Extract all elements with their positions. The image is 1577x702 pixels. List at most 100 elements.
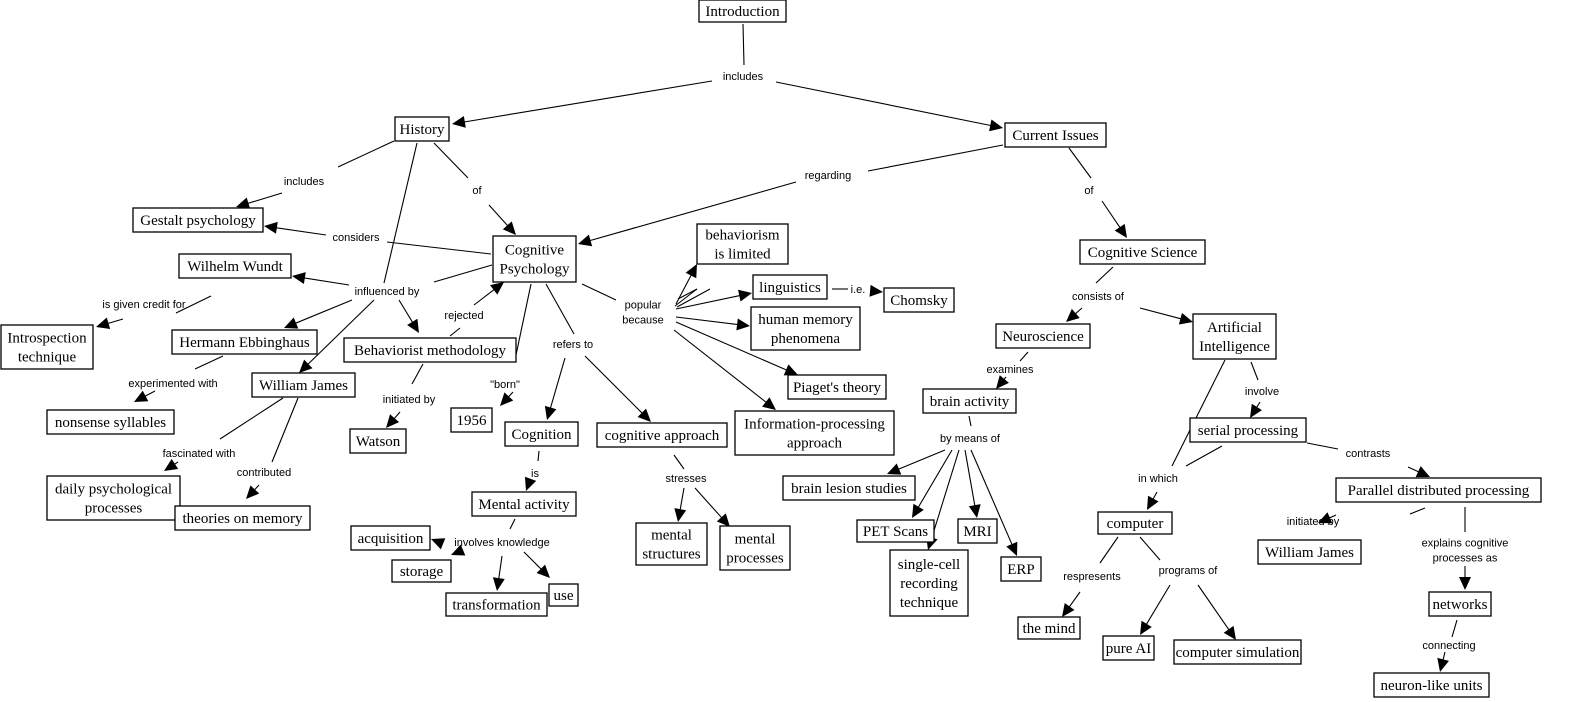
node-box	[752, 274, 828, 300]
concept-node-cognition[interactable]: Cognition	[504, 421, 579, 447]
edge-line	[305, 299, 375, 367]
concept-node-neuroscience[interactable]: Neuroscience	[995, 323, 1091, 349]
node-label: storage	[400, 564, 444, 580]
edge-line	[896, 449, 946, 471]
link-text: regarding	[805, 170, 851, 182]
concept-node-ebbinghaus[interactable]: Hermann Ebbinghaus	[171, 329, 318, 355]
edge-line	[175, 295, 212, 314]
edge-line	[584, 355, 645, 416]
arrowhead-icon	[236, 197, 251, 209]
concept-node-nonsense[interactable]: nonsense syllables	[46, 409, 175, 435]
concept-node-introduction[interactable]: Introduction	[698, 0, 787, 23]
edge-line	[968, 415, 972, 427]
link-text: initiated by	[1287, 516, 1340, 528]
edge-line	[537, 450, 540, 462]
concept-node-mental-activity[interactable]: Mental activity	[471, 491, 577, 517]
concept-node-mri[interactable]: MRI	[957, 518, 998, 544]
link-text: contributed	[237, 467, 291, 479]
concept-node-pdp[interactable]: Parallel distributed processing	[1335, 477, 1542, 503]
node-box	[445, 592, 548, 617]
arrowhead-icon	[869, 284, 883, 297]
concept-node-behaviorist-methodology[interactable]: Behaviorist methodology	[343, 337, 517, 363]
link-text: includes	[284, 176, 325, 188]
concept-node-theories-memory[interactable]: theories on memory	[174, 505, 311, 531]
node-label: Wilhelm Wundt	[187, 259, 283, 275]
concept-node-storage[interactable]: storage	[391, 559, 452, 583]
concept-node-william-james-2[interactable]: William James	[1257, 539, 1362, 565]
link-text: i.e.	[851, 284, 866, 296]
arrowhead-icon	[264, 221, 278, 234]
concept-node-acquisition[interactable]: acquisition	[350, 525, 431, 551]
link-label-fascinated: fascinated with	[163, 448, 236, 460]
node-box	[1173, 639, 1302, 665]
link-text: "born"	[490, 379, 520, 391]
concept-node-year-1956[interactable]: 1956	[450, 407, 493, 433]
concept-node-computer[interactable]: computer	[1097, 511, 1173, 535]
arrowhead-icon	[386, 414, 400, 428]
concept-node-cognitive-approach[interactable]: cognitive approach	[596, 422, 728, 448]
concept-node-transformation[interactable]: transformation	[445, 592, 548, 617]
arrowhead-icon	[912, 503, 924, 518]
link-text: includes	[723, 71, 764, 83]
link-text: popular	[625, 300, 662, 312]
concept-node-history[interactable]: History	[394, 116, 450, 142]
link-label-connecting: connecting	[1422, 640, 1475, 652]
arrowhead-icon	[989, 119, 1003, 132]
edge-line	[1099, 536, 1119, 564]
node-label: History	[400, 122, 446, 138]
concept-node-chomsky[interactable]: Chomsky	[883, 287, 955, 313]
node-label: Current Issues	[1012, 128, 1098, 144]
concept-node-pet[interactable]: PET Scans	[856, 519, 935, 543]
node-label: cognitive approach	[605, 428, 720, 444]
node-label: acquisition	[358, 531, 424, 547]
concept-node-use[interactable]: use	[548, 583, 579, 607]
link-text: initiated by	[383, 394, 436, 406]
arrowhead-icon	[674, 508, 687, 522]
concept-node-linguistics[interactable]: linguistics	[752, 274, 828, 300]
concept-node-networks[interactable]: networks	[1428, 591, 1492, 617]
concept-node-brain-activity[interactable]: brain activity	[922, 388, 1017, 414]
node-box	[922, 388, 1017, 414]
arrowhead-icon	[738, 289, 752, 302]
edge-line	[461, 80, 713, 123]
concept-node-wundt[interactable]: Wilhelm Wundt	[178, 253, 292, 279]
node-box	[174, 505, 311, 531]
concept-node-cognitive-science[interactable]: Cognitive Science	[1079, 239, 1206, 265]
node-label: serial processing	[1198, 423, 1299, 439]
node-label: Psychology	[499, 262, 570, 278]
concept-node-computer-simulation[interactable]: computer simulation	[1173, 639, 1302, 665]
concept-node-piaget[interactable]: Piaget's theory	[787, 374, 887, 400]
edge-line	[245, 192, 283, 205]
concept-node-erp[interactable]: ERP	[1000, 556, 1042, 582]
concept-node-pure-ai[interactable]: pure AI	[1102, 635, 1155, 661]
concept-node-watson[interactable]: Watson	[349, 428, 407, 454]
node-box	[787, 374, 887, 400]
concept-node-gestalt[interactable]: Gestalt psychology	[132, 207, 264, 233]
node-box	[1257, 539, 1362, 565]
link-text: because	[622, 315, 664, 327]
node-label: William James	[1265, 545, 1354, 561]
concept-node-current-issues[interactable]: Current Issues	[1004, 122, 1107, 148]
link-label-stresses: stresses	[666, 473, 707, 485]
concept-node-william-james-1[interactable]: William James	[251, 372, 356, 398]
concept-node-neuron-like[interactable]: neuron-like units	[1373, 672, 1490, 698]
edge-line	[301, 277, 350, 286]
concept-node-brain-lesion[interactable]: brain lesion studies	[782, 475, 916, 501]
link-label-initiated-james: initiated by	[1287, 516, 1340, 528]
edge-line	[677, 288, 698, 300]
arrowhead-icon	[1062, 602, 1075, 617]
concept-node-serial[interactable]: serial processing	[1189, 417, 1307, 443]
arrowhead-icon	[1006, 541, 1018, 556]
node-box	[349, 428, 407, 454]
concept-node-the-mind[interactable]: the mind	[1017, 616, 1081, 640]
